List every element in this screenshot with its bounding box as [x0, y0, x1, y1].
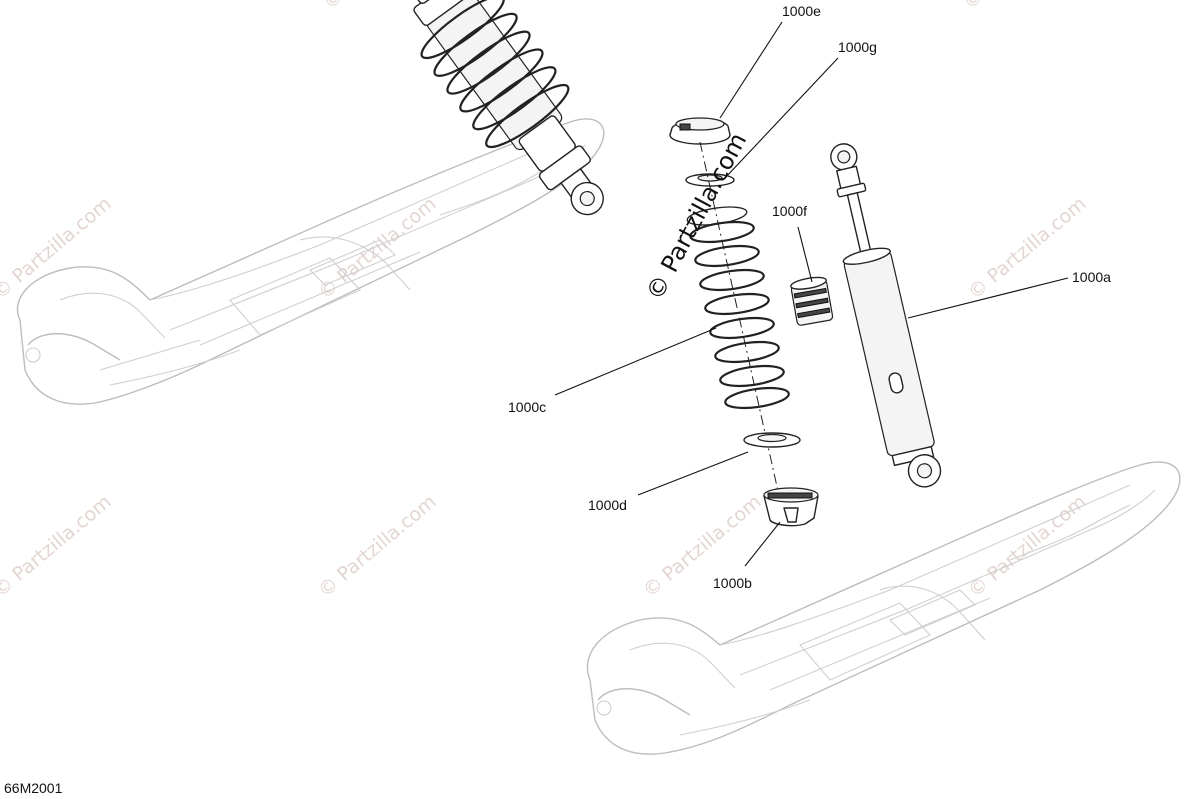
- watermark: © Partzilla.com: [964, 491, 1090, 602]
- watermark-main: © Partzilla.com: [641, 128, 753, 305]
- watermark: © Partzilla.com: [314, 491, 440, 602]
- ski-right: [586, 461, 1181, 755]
- watermark: © Partzilla.com: [964, 193, 1090, 304]
- watermark: © Partzilla.com: [0, 193, 116, 304]
- bumper: [790, 276, 834, 326]
- ski-left: [16, 118, 605, 405]
- callout-1000d: 1000d: [588, 497, 627, 513]
- spring-seat-upper: [669, 117, 731, 145]
- shock-absorber: [830, 143, 942, 488]
- callout-1000c: 1000c: [508, 399, 546, 415]
- watermark: © Partzilla.com: [0, 491, 116, 602]
- callout-1000g: 1000g: [838, 39, 877, 55]
- spring: [686, 141, 790, 501]
- callout-1000a: 1000a: [1072, 269, 1111, 285]
- washer-lower: [743, 432, 801, 448]
- diagram-reference-code: 66M2001: [4, 780, 63, 796]
- callout-1000f: 1000f: [772, 203, 807, 219]
- callout-1000e: 1000e: [782, 3, 821, 19]
- callout-labels: 1000e 1000g 1000f 1000a 1000c 1000d 1000…: [508, 3, 1111, 591]
- callout-1000b: 1000b: [713, 575, 752, 591]
- washer-upper: [685, 173, 735, 187]
- assembled-shock: [408, 0, 604, 216]
- leader-lines: [554, 21, 1069, 567]
- spring-seat-lower: [763, 487, 819, 527]
- watermark: © Partzilla.com: [959, 0, 1085, 14]
- watermark: © Partzilla.com: [314, 193, 440, 304]
